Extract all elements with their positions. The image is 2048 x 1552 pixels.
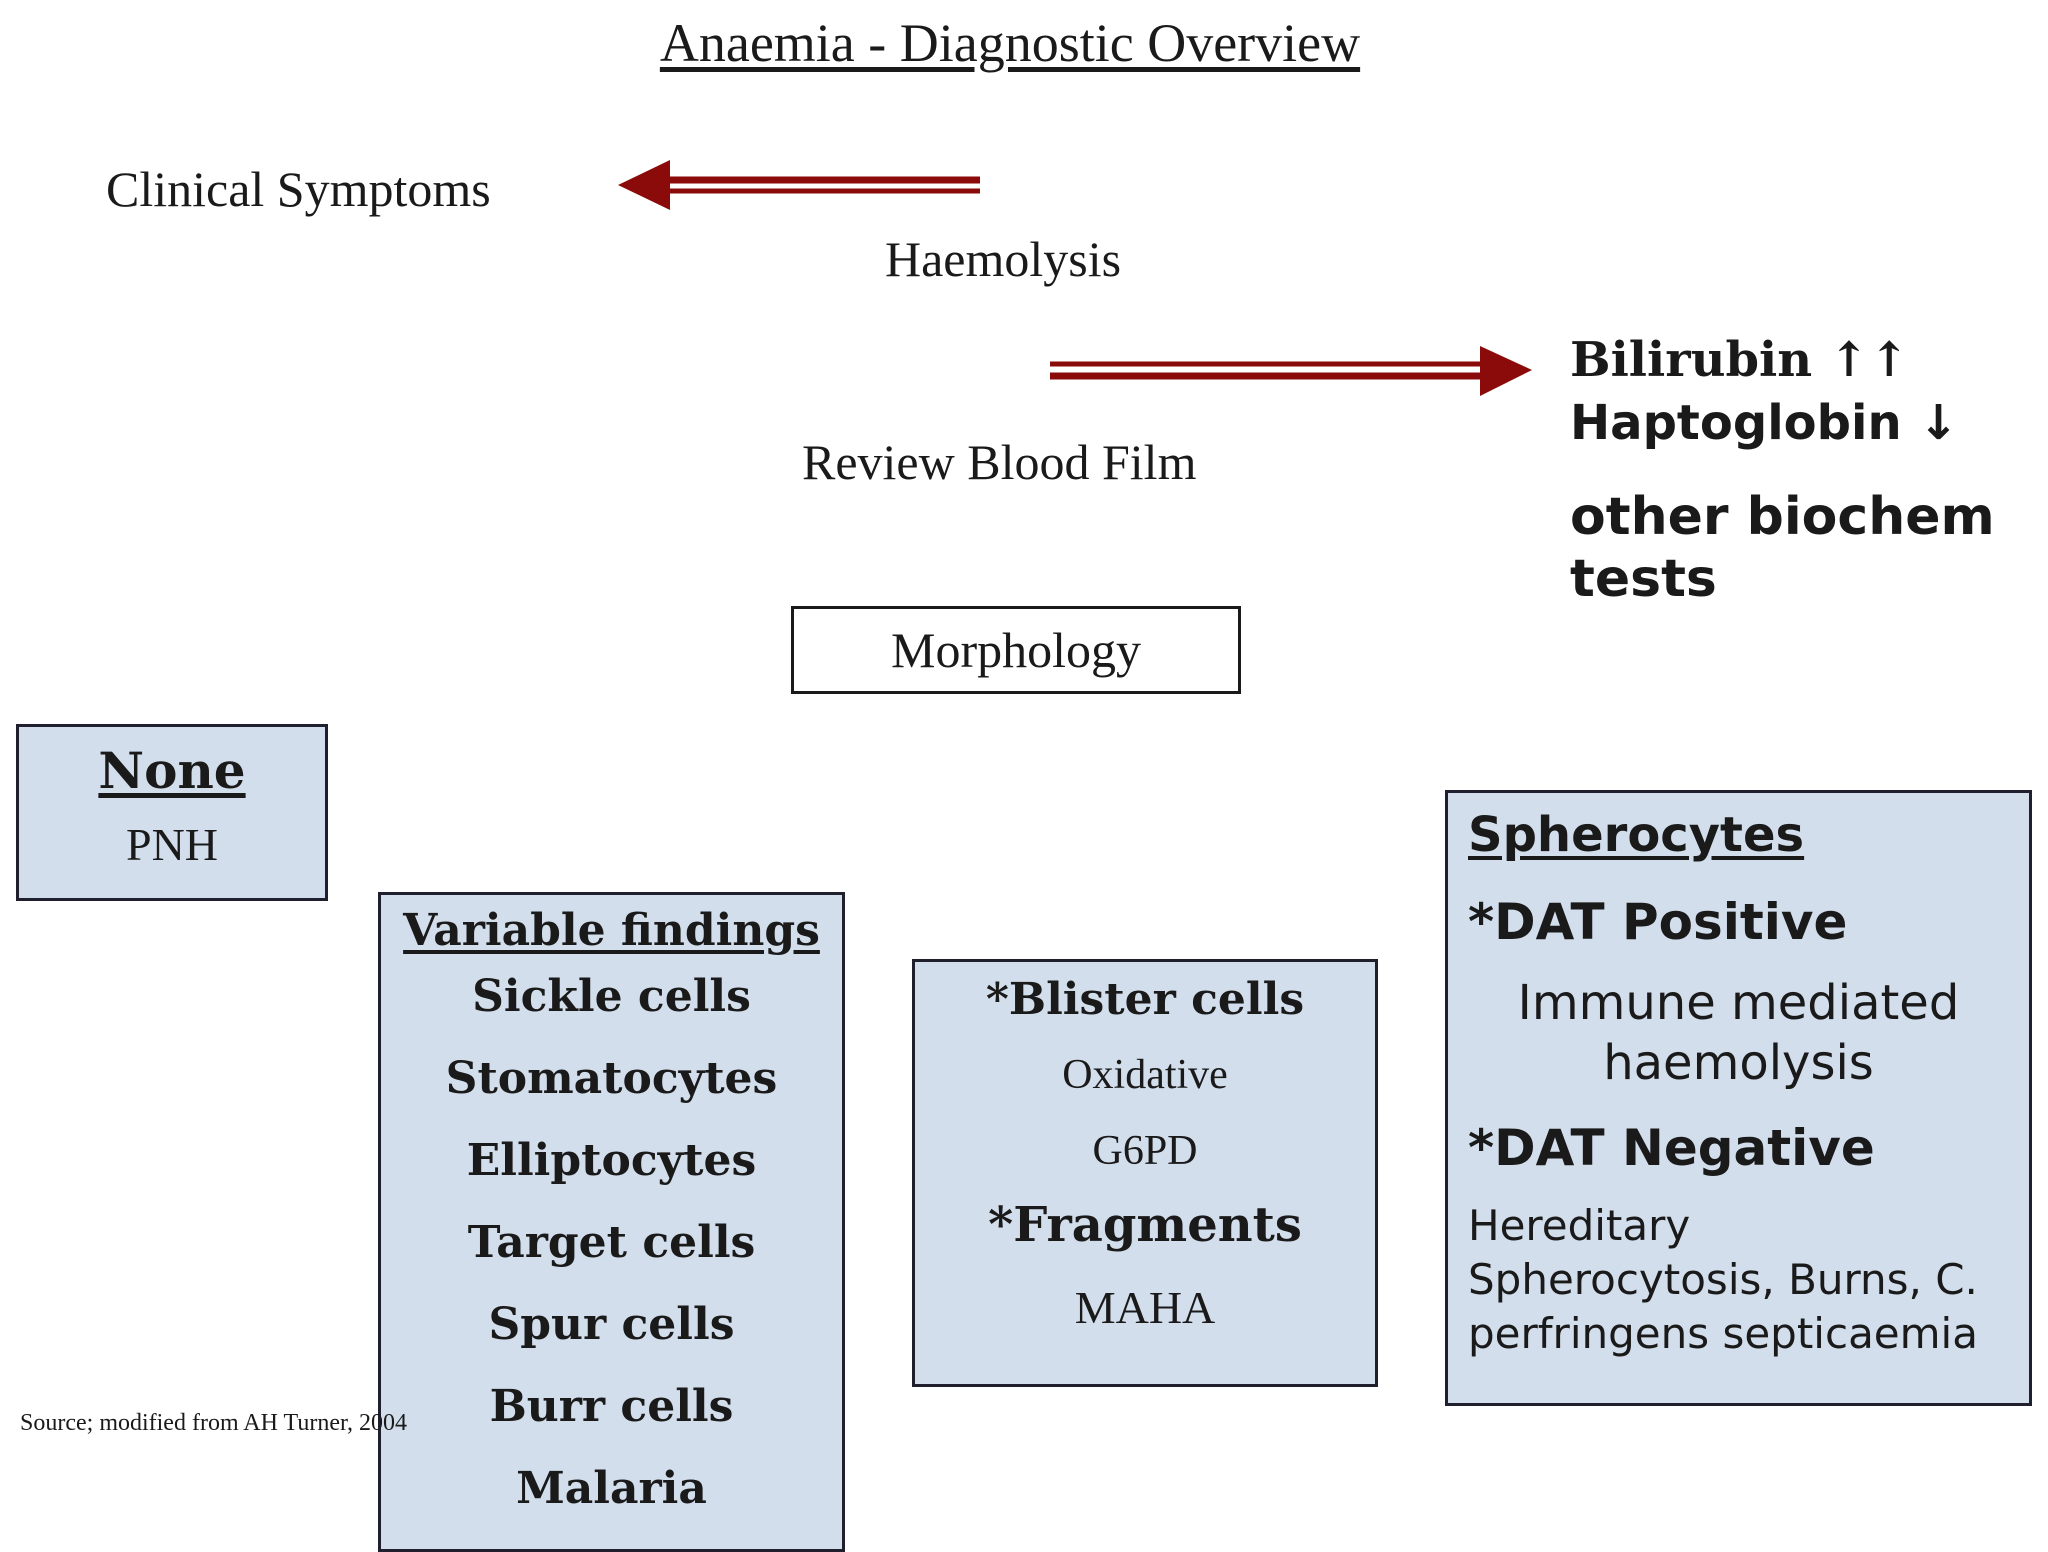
list-item: Malaria [516, 1463, 707, 1514]
oxidative-label: Oxidative [1062, 1052, 1228, 1098]
variable-findings-box: Variable findings Sickle cells Stomatocy… [378, 892, 845, 1552]
list-item: Spur cells [488, 1299, 735, 1350]
fragments-label: *Fragments [988, 1197, 1302, 1253]
haptoglobin-label: Haptoglobin ↓ [1570, 395, 1959, 451]
morphology-label: Morphology [891, 622, 1141, 678]
morphology-box: Morphology [791, 606, 1241, 694]
immune-mediated-label: Immune mediated haemolysis [1517, 975, 1960, 1091]
page-title: Anaemia - Diagnostic Overview [659, 13, 1361, 73]
list-item: Elliptocytes [466, 1135, 757, 1186]
haemolysis-label: Haemolysis [885, 231, 1122, 287]
blister-fragments-box: *Blister cells Oxidative G6PD *Fragments… [912, 959, 1378, 1387]
clinical-symptoms-label: Clinical Symptoms [106, 161, 491, 217]
list-item: Burr cells [489, 1381, 734, 1432]
arrow-to-biochem [1050, 346, 1532, 396]
none-box: None PNH [16, 724, 328, 901]
list-item: Stomatocytes [445, 1053, 778, 1104]
other-biochem-label: other biochem tests [1570, 487, 1995, 609]
list-item: Target cells [467, 1217, 756, 1268]
arrow-to-clinical-symptoms [618, 160, 980, 210]
bilirubin-label: Bilirubin ↑↑ [1570, 332, 1910, 388]
g6pd-label: G6PD [1092, 1128, 1198, 1174]
variable-findings-heading: Variable findings [403, 905, 820, 956]
dat-positive-label: *DAT Positive [1468, 893, 1848, 951]
pnh-label: PNH [125, 819, 219, 870]
none-heading: None [98, 741, 246, 800]
maha-label: MAHA [1074, 1282, 1216, 1333]
spherocytes-box: Spherocytes *DAT Positive Immune mediate… [1445, 790, 2032, 1406]
list-item: Sickle cells [472, 971, 751, 1022]
dat-negative-label: *DAT Negative [1468, 1119, 1875, 1177]
hereditary-causes-label: Hereditary Spherocytosis, Burns, C. perf… [1468, 1201, 1978, 1358]
source-note: Source; modified from AH Turner, 2004 [20, 1410, 408, 1436]
review-blood-film-label: Review Blood Film [802, 434, 1197, 490]
spherocytes-heading: Spherocytes [1468, 807, 1805, 863]
blister-cells-label: *Blister cells [985, 974, 1305, 1025]
